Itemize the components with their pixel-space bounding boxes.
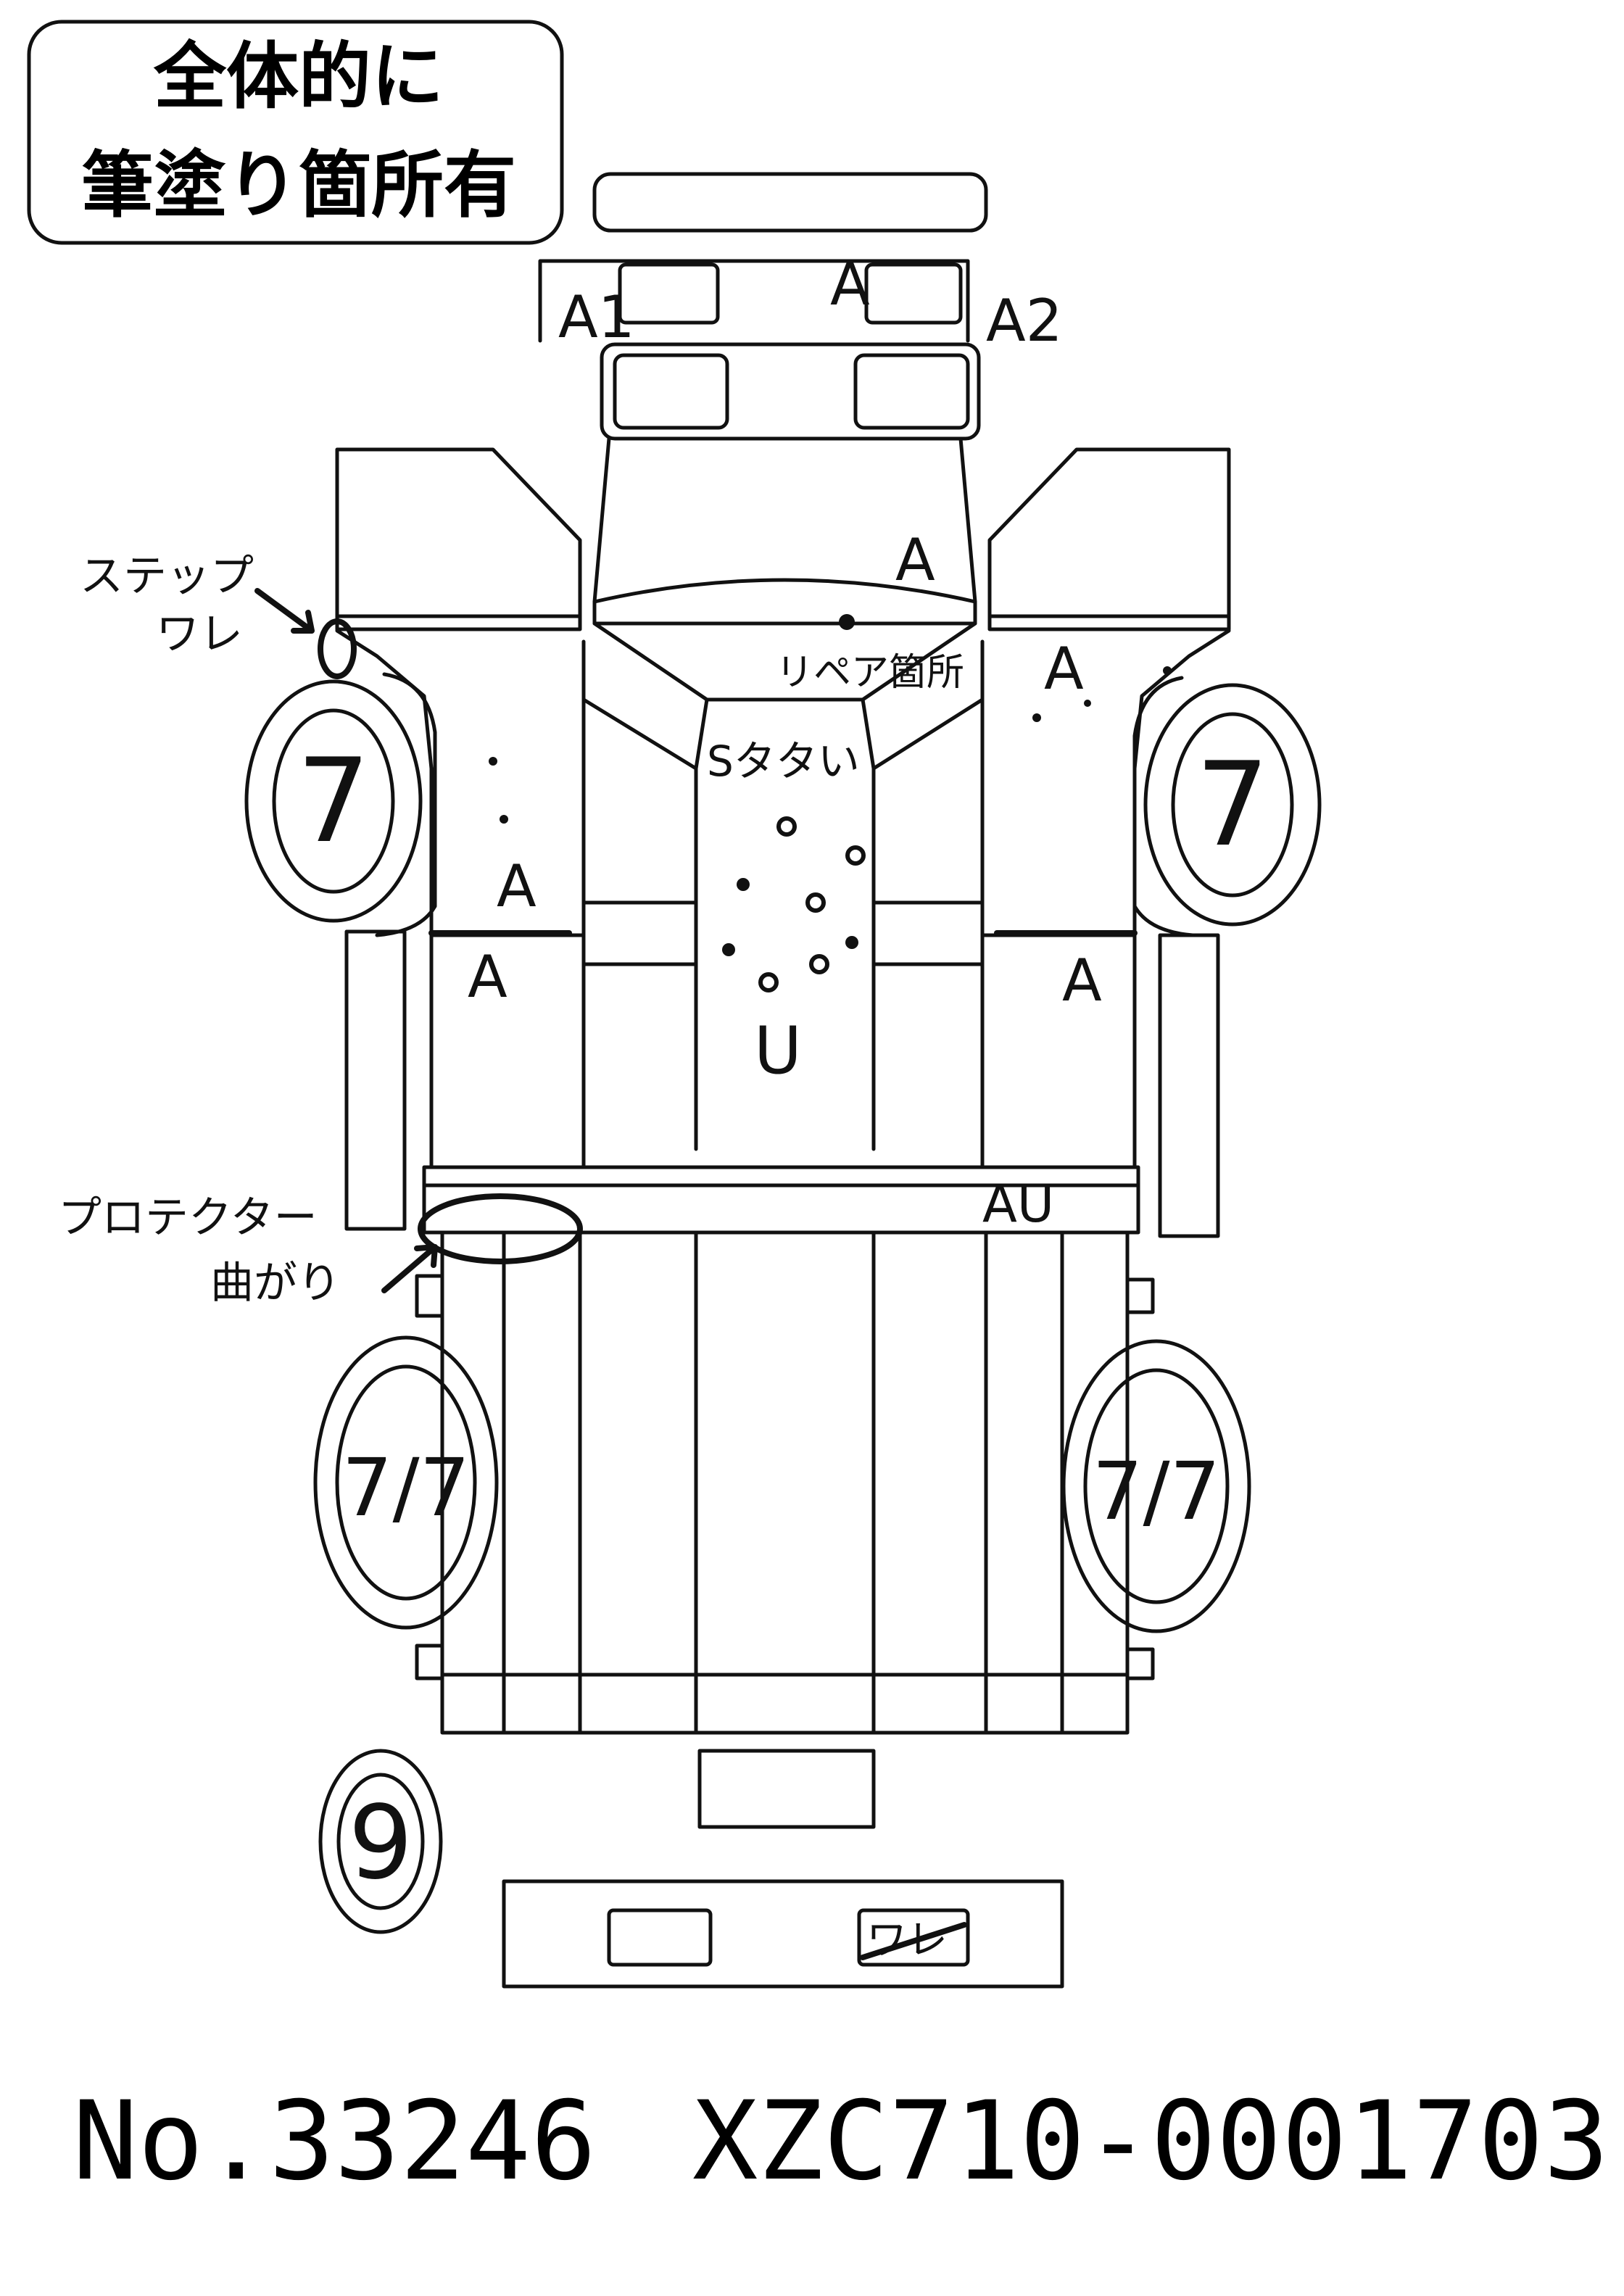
tire-rear-left: 7/7 [313, 1335, 499, 1630]
label-hood-a: A [895, 526, 935, 594]
note-line-1: 全体的に [153, 34, 444, 119]
tire-spare-tread: 9 [348, 1784, 413, 1902]
tire-rear-left-tread: 7/7 [341, 1441, 470, 1534]
label-left-lower-a: A [468, 943, 508, 1011]
rear-hitch [697, 1749, 876, 1829]
label-rear-plate: ワレ [866, 1917, 948, 1964]
label-right-fender-a: A [1044, 635, 1084, 703]
tire-front-left: 7 [244, 672, 437, 937]
ink-marks [254, 588, 1172, 1960]
tire-spare: 9 [318, 1749, 443, 1934]
label-a2: A2 [986, 287, 1063, 355]
label-center-u: U [754, 1013, 802, 1089]
label-protector-1: プロテクター [58, 1193, 318, 1243]
label-step-2: ワレ [156, 609, 243, 660]
vehicle-number: No.33246 [72, 2079, 596, 2205]
tire-front-right-tread: 7 [1196, 737, 1269, 872]
chassis-number: XZC710-0001703 [692, 2079, 1609, 2205]
front-grille [538, 259, 970, 343]
front-bumper [592, 172, 988, 233]
label-left-upper-a: A [497, 853, 536, 920]
label-repair: リペア箇所 [776, 651, 964, 695]
cargo-bed [415, 1230, 1155, 1735]
annotations: A1 A A2 ステップ ワレ A リペア箇所 A Sタタい A A A U プ… [58, 251, 1102, 1964]
tire-rear-right-tread: 7/7 [1092, 1445, 1220, 1538]
footer: No.33246 XZC710-0001703 [72, 2079, 1609, 2205]
tire-front-right: 7 [1132, 676, 1322, 937]
label-scratch: Sタタい [707, 737, 860, 786]
note-box: 全体的に 筆塗り箇所有 [27, 20, 564, 245]
label-a1: A1 [558, 283, 635, 351]
label-step-1: ステップ [80, 551, 254, 602]
tire-front-left-tread: 7 [297, 733, 370, 869]
note-line-2: 筆塗り箇所有 [81, 143, 516, 228]
rear-bumper [502, 1879, 1064, 1989]
label-right-lower-a: A [1062, 947, 1102, 1014]
tire-rear-right: 7/7 [1061, 1339, 1251, 1633]
label-a-front: A [830, 251, 870, 318]
label-rear-au: AU [982, 1174, 1054, 1234]
roof-panel [581, 436, 985, 1151]
windshield [600, 342, 981, 441]
label-protector-2: 曲がり [210, 1258, 341, 1309]
